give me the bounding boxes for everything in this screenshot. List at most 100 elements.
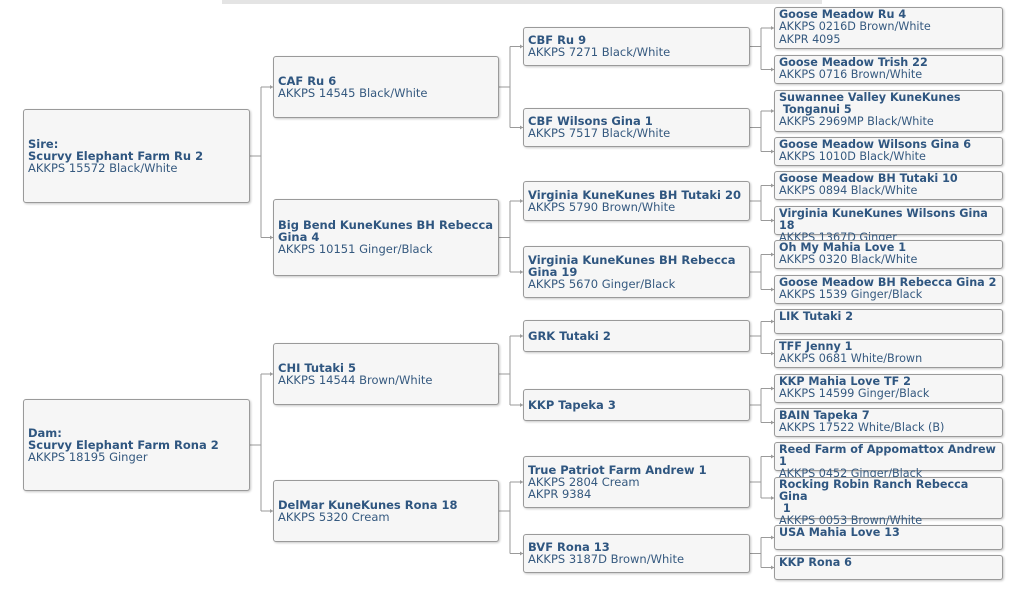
connector-arrow-icon: [520, 270, 523, 274]
sire-card[interactable]: Sire: Scurvy Elephant Farm Ru 2 AKKPS 15…: [23, 109, 250, 203]
ancestor-detail: AKKPS 0053 Brown/White: [779, 514, 923, 527]
ancestor-detail: AKKPS 3187D Brown/White: [528, 552, 685, 567]
connector-arrow-icon: [520, 403, 523, 407]
ancestor-name: Virginia KuneKunes Wilsons Gina 18: [779, 207, 992, 232]
ancestor-detail: AKKPS 1539 Ginger/Black: [779, 288, 923, 301]
ancestor-name: Goose Meadow Ru 4: [779, 8, 907, 21]
ancestor-detail: AKKPS 5320 Cream: [278, 509, 390, 524]
ancestor-name: Goose Meadow BH Rebecca Gina 2: [779, 276, 997, 289]
ancestor-detail: AKKPS 10151 Ginger/Black: [278, 242, 433, 257]
ancestor-name: KKP Mahia Love TF 2: [779, 375, 911, 388]
ancestor-detail: AKKPS 1010D Black/White: [779, 150, 926, 163]
ancestor-name: Suwannee Valley KuneKunes Tonganui 5: [779, 91, 961, 116]
ancestor-name: CAF Ru 6: [278, 73, 337, 88]
connector-arrow-icon: [771, 496, 774, 500]
gen4-card-9[interactable]: LIK Tutaki 2: [774, 309, 1003, 334]
connector-arrow-icon: [270, 85, 273, 89]
gen2-card-3[interactable]: CHI Tutaki 5 AKKPS 14544 Brown/White: [273, 343, 499, 405]
gen4-card-15[interactable]: USA Mahia Love 13: [774, 525, 1003, 550]
gen3-card-1[interactable]: CBF Ru 9 AKKPS 7271 Black/White: [523, 27, 750, 66]
gen2-card-2[interactable]: Big Bend KuneKunes BH Rebecca Gina 4 AKK…: [273, 199, 499, 276]
gen4-card-14[interactable]: Rocking Robin Ranch Rebecca Gina 1 AKKPS…: [774, 477, 1003, 527]
connector-arrow-icon: [520, 551, 523, 556]
connector-arrow-icon: [771, 67, 774, 72]
gen4-card-2[interactable]: Goose Meadow Trish 22 AKKPS 0716 Brown/W…: [774, 55, 1003, 84]
gen4-card-12[interactable]: BAIN Tapeka 7 AKKPS 17522 White/Black (B…: [774, 408, 1003, 437]
ancestor-detail: AKKPS 5790 Brown/White: [528, 199, 676, 214]
connector-arrow-icon: [520, 44, 523, 49]
ancestor-name: BAIN Tapeka 7: [779, 409, 870, 422]
gen4-card-4[interactable]: Goose Meadow Wilsons Gina 6 AKKPS 1010D …: [774, 137, 1003, 166]
gen2-card-1[interactable]: CAF Ru 6 AKKPS 14545 Black/White: [273, 56, 499, 118]
connector-arrow-icon: [771, 109, 774, 113]
gen4-card-16[interactable]: KKP Rona 6: [774, 555, 1003, 580]
dam-label: Dam:: [28, 425, 62, 440]
gen4-card-6[interactable]: Virginia KuneKunes Wilsons Gina 18 AKKPS…: [774, 206, 1003, 244]
ancestor-name: Rocking Robin Ranch Rebecca Gina 1: [779, 478, 969, 515]
ancestor-detail: AKKPS 0894 Black/White: [779, 184, 918, 197]
connector-arrow-icon: [520, 334, 523, 338]
gen3-card-8[interactable]: BVF Rona 13 AKKPS 3187D Brown/White: [523, 534, 750, 573]
ancestor-name: CHI Tutaki 5: [278, 360, 356, 375]
ancestor-detail: AKKPS 7517 Black/White: [528, 126, 671, 141]
connector-arrow-icon: [270, 509, 273, 513]
ancestor-detail: AKKPS 14545 Black/White: [278, 85, 428, 100]
gen3-card-3[interactable]: Virginia KuneKunes BH Tutaki 20 AKKPS 57…: [523, 181, 750, 221]
ancestor-name: KKP Rona 6: [779, 556, 852, 569]
dam-detail: AKKPS 18195 Ginger: [28, 449, 148, 464]
ancestor-detail: AKKPS 17522 White/Black (B): [779, 421, 945, 434]
ancestor-name: Goose Meadow BH Tutaki 10: [779, 172, 958, 185]
sire-label: Sire:: [28, 136, 59, 151]
gen3-card-2[interactable]: CBF Wilsons Gina 1 AKKPS 7517 Black/Whit…: [523, 108, 750, 147]
connector-arrow-icon: [771, 420, 774, 425]
ancestor-detail: AKKPS 0216D Brown/White: [779, 20, 931, 33]
ancestor-detail: AKKPS 14544 Brown/White: [278, 372, 433, 387]
connector-arrow-icon: [771, 218, 774, 223]
sire-name: Scurvy Elephant Farm Ru 2: [28, 148, 204, 163]
ancestor-name: Reed Farm of Appomattox Andrew 1: [779, 443, 1000, 468]
connector-arrow-icon: [771, 535, 774, 540]
gen4-card-3[interactable]: Suwannee Valley KuneKunes Tonganui 5 AKK…: [774, 90, 1003, 132]
ancestor-detail: AKKPS 5670 Ginger/Black: [528, 276, 676, 291]
ancestor-name: BVF Rona 13: [528, 540, 610, 555]
connector-arrow-icon: [520, 199, 523, 203]
connector-arrow-icon: [771, 565, 774, 570]
ancestor-name: Goose Meadow Trish 22: [779, 56, 928, 69]
ancestor-detail: AKKPS 0452 Ginger/Black: [779, 467, 923, 480]
ancestor-name: Big Bend KuneKunes BH Rebecca Gina 4: [278, 218, 494, 245]
gen3-card-5[interactable]: GRK Tutaki 2: [523, 320, 750, 352]
ancestor-detail: AKKPS 14599 Ginger/Black: [779, 387, 930, 400]
connector-arrow-icon: [771, 351, 774, 356]
gen4-card-1[interactable]: Goose Meadow Ru 4 AKKPS 0216D Brown/Whit…: [774, 7, 1003, 49]
ancestor-detail: AKKPS 2969MP Black/White: [779, 115, 934, 128]
ancestor-name: Virginia KuneKunes BH Rebecca Gina 19: [528, 252, 736, 279]
connector-arrow-icon: [771, 319, 774, 324]
gen4-card-10[interactable]: TFF Jenny 1 AKKPS 0681 White/Brown: [774, 339, 1003, 368]
connector-arrow-icon: [771, 183, 774, 188]
gen4-card-7[interactable]: Oh My Mahia Love 1 AKKPS 0320 Black/Whit…: [774, 240, 1003, 269]
gen4-card-13[interactable]: Reed Farm of Appomattox Andrew 1 AKKPS 0…: [774, 442, 1003, 480]
connector-arrow-icon: [771, 149, 774, 154]
gen4-card-8[interactable]: Goose Meadow BH Rebecca Gina 2 AKKPS 153…: [774, 275, 1003, 304]
gen3-card-6[interactable]: KKP Tapeka 3: [523, 389, 750, 421]
ancestor-name: Goose Meadow Wilsons Gina 6: [779, 138, 971, 151]
ancestor-name: USA Mahia Love 13: [779, 526, 900, 539]
ancestor-detail: AKKPS 0681 White/Brown: [779, 352, 923, 365]
ancestor-name: CBF Ru 9: [528, 33, 587, 48]
dam-name: Scurvy Elephant Farm Rona 2: [28, 437, 219, 452]
gen3-card-4[interactable]: Virginia KuneKunes BH Rebecca Gina 19 AK…: [523, 246, 750, 298]
ancestor-detail: AKPR 9384: [528, 487, 592, 501]
gen2-card-4[interactable]: DelMar KuneKunes Rona 18 AKKPS 5320 Crea…: [273, 480, 499, 542]
connector-arrow-icon: [771, 454, 774, 459]
ancestor-name: True Patriot Farm Andrew 1: [528, 462, 707, 477]
connector-arrow-icon: [520, 125, 523, 130]
ancestor-name: Virginia KuneKunes BH Tutaki 20: [528, 187, 742, 202]
ancestor-detail: AKKPS 0716 Brown/White: [779, 68, 923, 81]
gen4-card-11[interactable]: KKP Mahia Love TF 2 AKKPS 14599 Ginger/B…: [774, 374, 1003, 403]
ancestor-name: GRK Tutaki 2: [528, 329, 611, 343]
gen4-card-5[interactable]: Goose Meadow BH Tutaki 10 AKKPS 0894 Bla…: [774, 171, 1003, 200]
dam-card[interactable]: Dam: Scurvy Elephant Farm Rona 2 AKKPS 1…: [23, 399, 250, 491]
gen3-card-7[interactable]: True Patriot Farm Andrew 1 AKKPS 2804 Cr…: [523, 456, 750, 508]
connector-arrow-icon: [771, 26, 774, 30]
connector-arrow-icon: [771, 252, 774, 257]
